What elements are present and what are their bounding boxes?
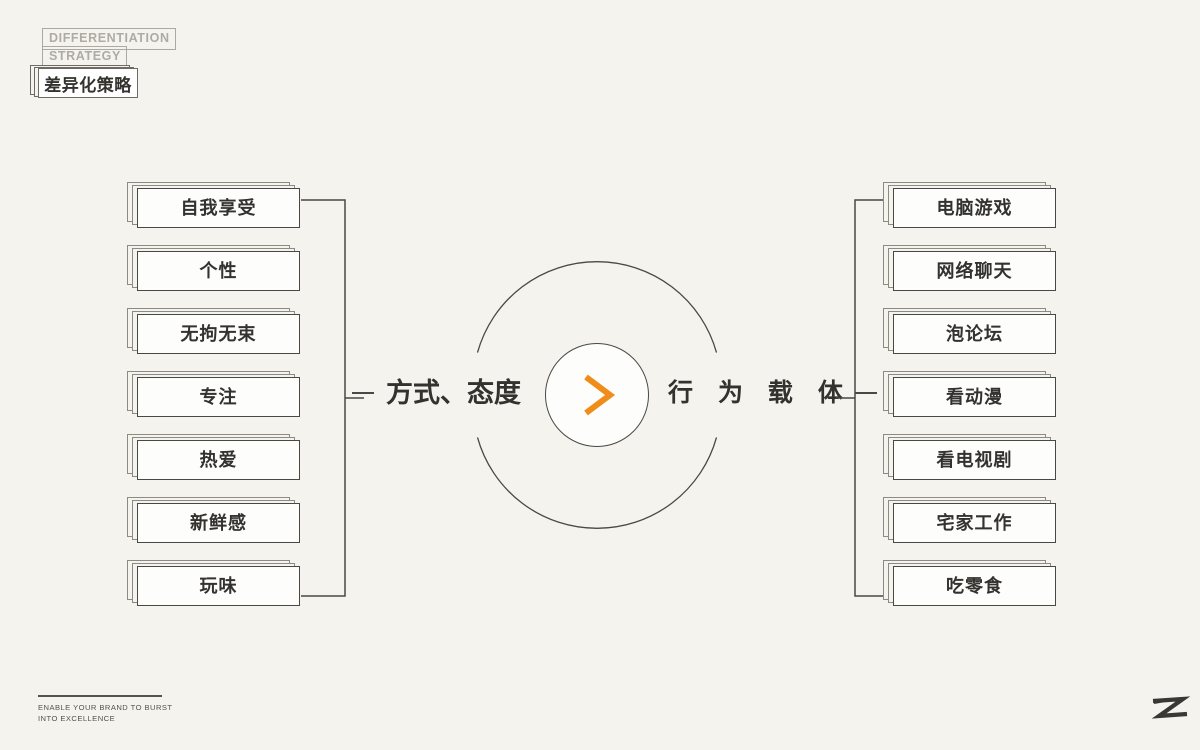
- list-item[interactable]: 自我享受: [127, 182, 302, 234]
- card-face: 热爱: [137, 440, 300, 480]
- list-item[interactable]: 新鲜感: [127, 497, 302, 549]
- card-label: 玩味: [199, 576, 238, 596]
- hub-left-dash: [352, 392, 374, 394]
- card-face: 看电视剧: [893, 440, 1056, 480]
- list-item[interactable]: 网络聊天: [883, 245, 1058, 297]
- brand-english-line-1: DIFFERENTIATION: [42, 28, 176, 50]
- card-face: 自我享受: [137, 188, 300, 228]
- brand-stack-layer-front: [38, 68, 138, 98]
- brand-chinese-title: 差异化策略: [44, 75, 132, 95]
- card-label: 看动漫: [946, 387, 1003, 407]
- hub-label-right: 行 为 载 体: [668, 375, 877, 411]
- list-item[interactable]: 看动漫: [883, 371, 1058, 423]
- card-face: 网络聊天: [893, 251, 1056, 291]
- card-label: 网络聊天: [936, 261, 1013, 281]
- card-label: 泡论坛: [946, 324, 1003, 344]
- footer-tagline: ENABLE YOUR BRAND TO BURST INTO EXCELLEN…: [38, 695, 238, 724]
- hub-label-left-text: 方式、态度: [386, 377, 521, 408]
- chevron-right-icon: [545, 343, 649, 447]
- card-face: 电脑游戏: [893, 188, 1056, 228]
- card-label: 专注: [199, 387, 238, 407]
- card-label: 热爱: [199, 450, 238, 470]
- hub-label-left: 方式、态度: [352, 375, 521, 411]
- footer-tagline-line-1: ENABLE YOUR BRAND TO BURST: [38, 702, 173, 712]
- card-face: 吃零食: [893, 566, 1056, 606]
- hub-right-dash: [854, 392, 877, 394]
- card-label: 宅家工作: [936, 513, 1013, 533]
- card-label: 看电视剧: [936, 450, 1013, 470]
- list-item[interactable]: 个性: [127, 245, 302, 297]
- card-face: 泡论坛: [893, 314, 1056, 354]
- card-face: 专注: [137, 377, 300, 417]
- card-label: 新鲜感: [190, 513, 247, 533]
- card-label: 吃零食: [946, 576, 1003, 596]
- card-label: 电脑游戏: [936, 198, 1013, 218]
- list-item[interactable]: 电脑游戏: [883, 182, 1058, 234]
- card-label: 无拘无束: [180, 324, 257, 344]
- footer-tagline-line-2: INTO EXCELLENCE: [38, 713, 116, 723]
- card-label: 自我享受: [180, 198, 257, 218]
- card-face: 个性: [137, 251, 300, 291]
- list-item[interactable]: 吃零食: [883, 560, 1058, 612]
- brand-chinese-stack: 差异化策略: [30, 65, 138, 98]
- list-item[interactable]: 无拘无束: [127, 308, 302, 360]
- footer-divider: [38, 695, 162, 697]
- list-item[interactable]: 专注: [127, 371, 302, 423]
- card-face: 新鲜感: [137, 503, 300, 543]
- card-face: 玩味: [137, 566, 300, 606]
- hub-label-right-text: 行 为 载 体: [668, 378, 852, 407]
- hub-inner-circle: [545, 343, 649, 447]
- card-face: 看动漫: [893, 377, 1056, 417]
- list-item[interactable]: 泡论坛: [883, 308, 1058, 360]
- card-face: 宅家工作: [893, 503, 1056, 543]
- list-item[interactable]: 热爱: [127, 434, 302, 486]
- list-item[interactable]: 宅家工作: [883, 497, 1058, 549]
- card-face: 无拘无束: [137, 314, 300, 354]
- card-label: 个性: [199, 261, 238, 281]
- z-monogram-icon: [1148, 688, 1192, 732]
- hub-outer-ring: [452, 250, 742, 540]
- list-item[interactable]: 看电视剧: [883, 434, 1058, 486]
- list-item[interactable]: 玩味: [127, 560, 302, 612]
- brand-lockup: DIFFERENTIATION STRATEGY 差异化策略: [30, 28, 230, 100]
